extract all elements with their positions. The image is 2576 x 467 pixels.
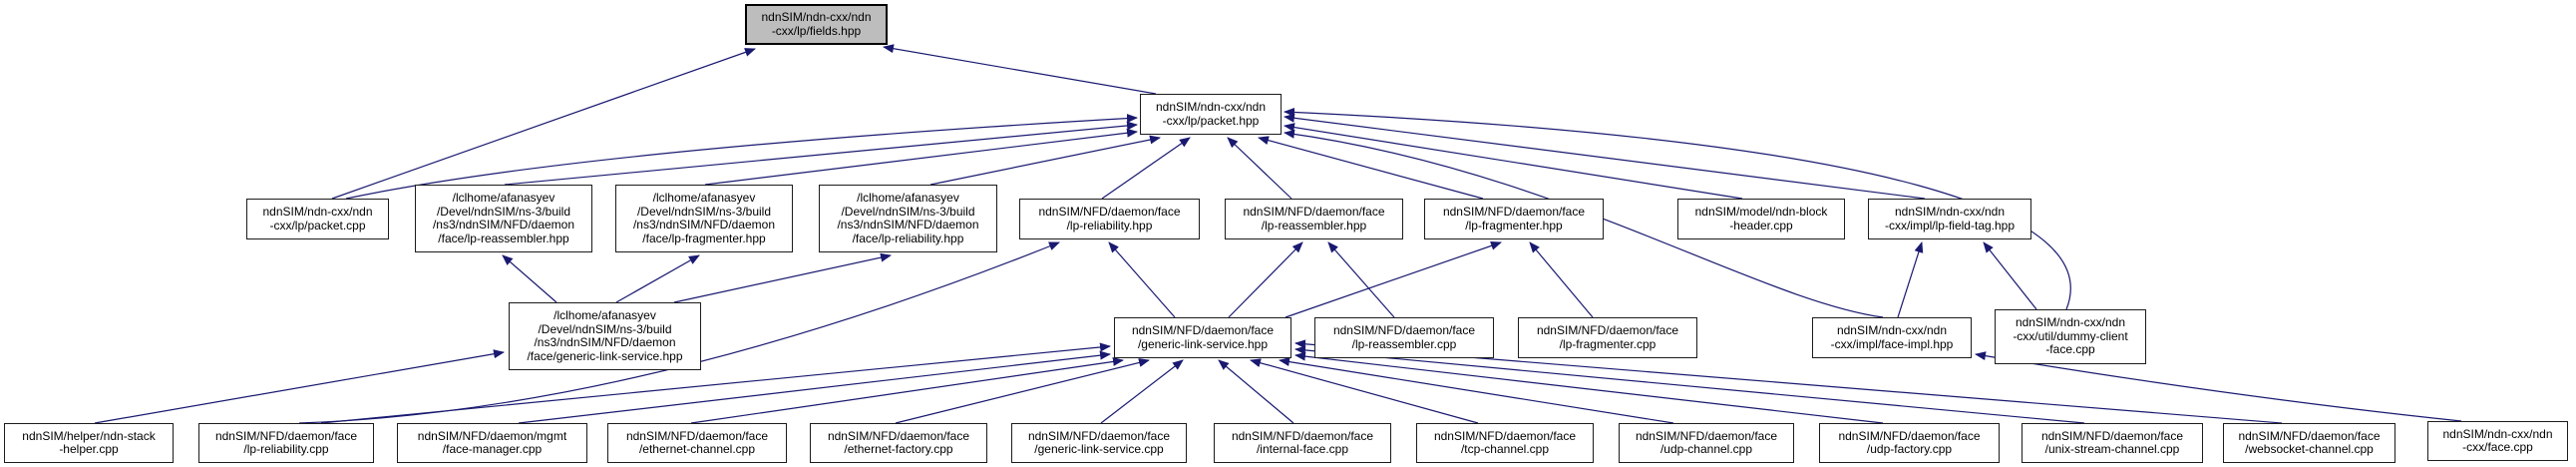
edge-face-cpp-to-face-impl-hpp (1975, 351, 2462, 422)
edge-nfd-lp-reassembler-hpp-to-packet-hpp (1227, 137, 1292, 200)
edge-nfd-gls-hpp-to-nfd-lp-fragmenter-hpp (1285, 241, 1502, 318)
edges-group (94, 44, 2462, 424)
edge-nfd-lp-reliability-hpp-to-packet-hpp (1101, 137, 1191, 200)
graph-node-face-manager-cpp[interactable]: ndnSIM/NFD/daemon/mgmt /face-manager.cpp (397, 423, 587, 463)
edge-face-manager-cpp-to-nfd-gls-hpp (518, 350, 1111, 424)
graph-node-dummy-client-face-cpp[interactable]: ndnSIM/ndn-cxx/ndn -cxx/util/dummy-clien… (1995, 309, 2146, 364)
edge-build-gls-hpp-to-build-lp-reassembler-hpp (502, 254, 557, 303)
graph-node-unix-stream-channel-cpp[interactable]: ndnSIM/NFD/daemon/face /unix-stream-chan… (2022, 423, 2203, 463)
graph-node-packet-hpp[interactable]: ndnSIM/ndn-cxx/ndn -cxx/lp/packet.hpp (1140, 94, 1282, 135)
edge-build-lp-fragmenter-hpp-to-packet-hpp (704, 128, 1138, 186)
edge-lp-fragmenter-cpp-to-nfd-lp-fragmenter-hpp (1529, 241, 1594, 318)
graph-node-build-lp-fragmenter-hpp[interactable]: /lclhome/afanasyev /Devel/ndnSIM/ns-3/bu… (615, 185, 793, 252)
graph-node-build-lp-reliability-hpp[interactable]: /lclhome/afanasyev /Devel/ndnSIM/ns-3/bu… (819, 185, 997, 252)
edge-udp-channel-cpp-to-nfd-gls-hpp (1279, 357, 1674, 424)
graph-node-packet-cpp[interactable]: ndnSIM/ndn-cxx/ndn -cxx/lp/packet.cpp (246, 199, 389, 239)
graph-node-lp-reassembler-cpp[interactable]: ndnSIM/NFD/daemon/face /lp-reassembler.c… (1314, 317, 1494, 358)
graph-node-face-cpp[interactable]: ndnSIM/ndn-cxx/ndn -cxx/face.cpp (2427, 421, 2568, 461)
graph-node-ndn-block-header-cpp[interactable]: ndnSIM/model/ndn-block -header.cpp (1677, 199, 1845, 239)
edge-lp-reliability-cpp-to-nfd-gls-hpp (320, 342, 1111, 424)
graph-node-nfd-gls-hpp[interactable]: ndnSIM/NFD/daemon/face /generic-link-ser… (1114, 317, 1291, 358)
edge-udp-factory-cpp-to-nfd-gls-hpp (1294, 351, 1884, 424)
graph-node-nfd-lp-reliability-hpp[interactable]: ndnSIM/NFD/daemon/face /lp-reliability.h… (1019, 199, 1200, 239)
edge-build-gls-hpp-to-build-lp-fragmenter-hpp (615, 254, 700, 303)
edge-lp-field-tag-hpp-to-packet-hpp (1284, 113, 1926, 200)
edge-lp-reassembler-cpp-to-nfd-lp-reassembler-hpp (1327, 241, 1395, 318)
graph-node-ethernet-channel-cpp[interactable]: ndnSIM/NFD/daemon/face /ethernet-channel… (607, 423, 787, 463)
edge-packet-cpp-to-fields-hpp (331, 48, 756, 200)
graph-node-build-gls-hpp[interactable]: /lclhome/afanasyev /Devel/ndnSIM/ns-3/bu… (509, 302, 701, 370)
edge-face-impl-hpp-to-packet-hpp (1284, 129, 1884, 318)
edge-nfd-lp-fragmenter-hpp-to-packet-hpp (1258, 136, 1484, 200)
graph-node-build-lp-reassembler-hpp[interactable]: /lclhome/afanasyev /Devel/ndnSIM/ns-3/bu… (415, 185, 592, 252)
graph-node-fields-hpp[interactable]: ndnSIM/ndn-cxx/ndn -cxx/lp/fields.hpp (745, 4, 888, 45)
graph-node-gls-cpp[interactable]: ndnSIM/NFD/daemon/face /generic-link-ser… (1011, 423, 1187, 463)
graph-node-ndn-stack-helper-cpp[interactable]: ndnSIM/helper/ndn-stack -helper.cpp (4, 423, 174, 463)
graph-node-lp-fragmenter-cpp[interactable]: ndnSIM/NFD/daemon/face /lp-fragmenter.cp… (1518, 317, 1697, 358)
edge-ndn-block-header-cpp-to-packet-hpp (1284, 123, 1743, 200)
edge-nfd-gls-hpp-to-nfd-lp-reliability-hpp (1108, 241, 1176, 318)
edge-gls-cpp-to-nfd-gls-hpp (1100, 359, 1184, 424)
graph-node-udp-factory-cpp[interactable]: ndnSIM/NFD/daemon/face /udp-factory.cpp (1819, 423, 2000, 463)
edge-ndn-stack-helper-cpp-to-build-gls-hpp (94, 349, 505, 424)
graph-node-websocket-channel-cpp[interactable]: ndnSIM/NFD/daemon/face /websocket-channe… (2223, 423, 2395, 463)
edge-internal-face-cpp-to-nfd-gls-hpp (1218, 359, 1294, 424)
edge-lp-reliability-cpp-to-nfd-lp-reliability-hpp (298, 241, 1060, 424)
graph-node-udp-channel-cpp[interactable]: ndnSIM/NFD/daemon/face /udp-channel.cpp (1619, 423, 1794, 463)
edge-build-lp-reassembler-hpp-to-packet-hpp (504, 121, 1138, 186)
graph-node-lp-reliability-cpp[interactable]: ndnSIM/NFD/daemon/face /lp-reliability.c… (198, 423, 374, 463)
edge-dummy-client-face-cpp-to-packet-hpp (1284, 107, 2071, 310)
graph-node-internal-face-cpp[interactable]: ndnSIM/NFD/daemon/face /internal-face.cp… (1214, 423, 1391, 463)
edge-tcp-channel-cpp-to-nfd-gls-hpp (1250, 358, 1479, 424)
graph-node-lp-field-tag-hpp[interactable]: ndnSIM/ndn-cxx/ndn -cxx/impl/lp-field-ta… (1868, 199, 2031, 239)
edge-unix-stream-channel-cpp-to-nfd-gls-hpp (1294, 345, 2085, 424)
graph-node-face-impl-hpp[interactable]: ndnSIM/ndn-cxx/ndn -cxx/impl/face-impl.h… (1812, 317, 1972, 358)
edge-nfd-gls-hpp-to-nfd-lp-reassembler-hpp (1228, 241, 1303, 318)
graph-node-nfd-lp-reassembler-hpp[interactable]: ndnSIM/NFD/daemon/face /lp-reassembler.h… (1225, 199, 1403, 239)
edge-face-impl-hpp-to-lp-field-tag-hpp (1897, 241, 1924, 318)
edge-dummy-client-face-cpp-to-lp-field-tag-hpp (1983, 241, 2037, 310)
edge-ethernet-factory-cpp-to-nfd-gls-hpp (895, 358, 1150, 424)
graph-node-ethernet-factory-cpp[interactable]: ndnSIM/NFD/daemon/face /ethernet-factory… (810, 423, 987, 463)
edge-build-lp-reliability-hpp-to-packet-hpp (929, 135, 1161, 186)
edge-ethernet-channel-cpp-to-nfd-gls-hpp (690, 356, 1124, 424)
edge-build-gls-hpp-to-build-lp-reliability-hpp (673, 252, 892, 303)
edge-packet-hpp-to-fields-hpp (883, 44, 1157, 95)
graph-node-nfd-lp-fragmenter-hpp[interactable]: ndnSIM/NFD/daemon/face /lp-fragmenter.hp… (1424, 199, 1604, 239)
graph-node-tcp-channel-cpp[interactable]: ndnSIM/NFD/daemon/face /tcp-channel.cpp (1416, 423, 1594, 463)
